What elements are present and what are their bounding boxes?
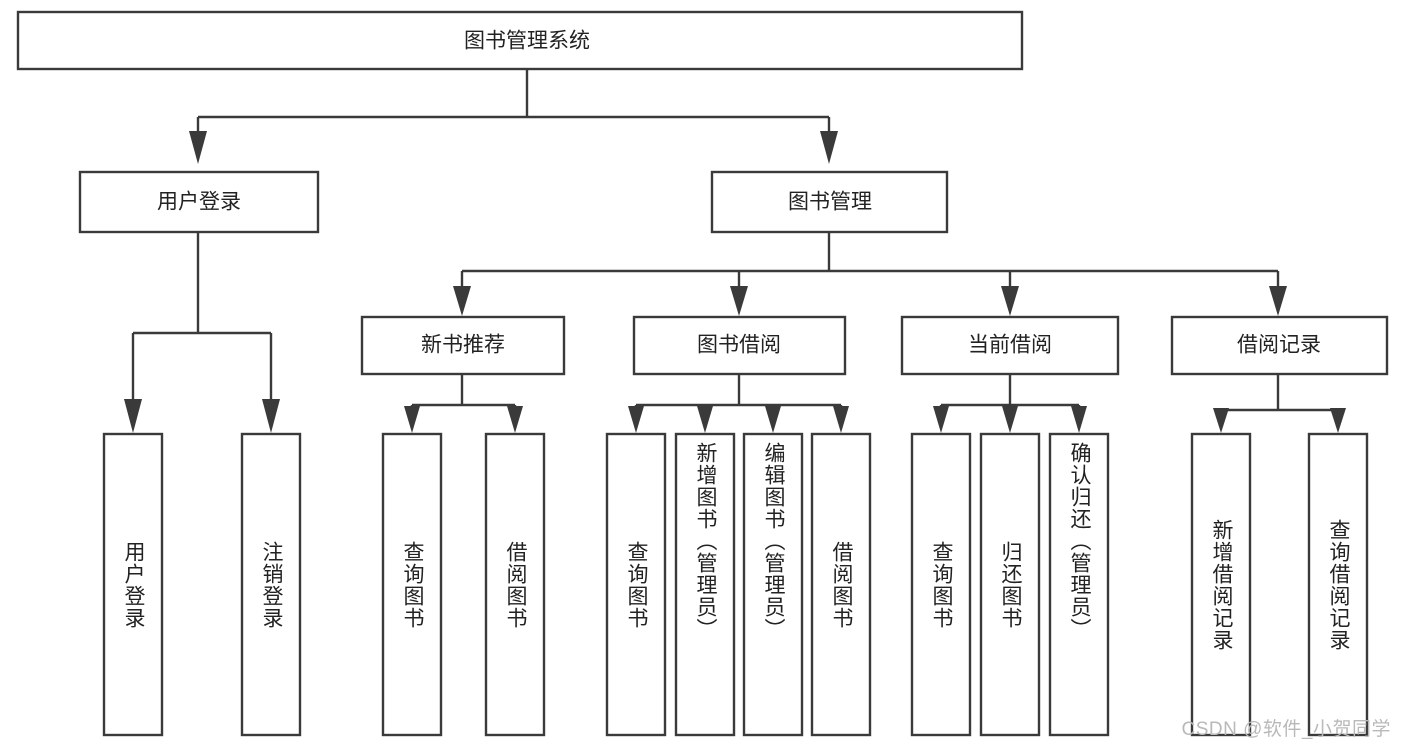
node-borrow-record[interactable]: 借阅记录	[1170, 315, 1389, 376]
node-borrow-record-box[interactable]	[1170, 315, 1389, 376]
node-current-borrow-label: 当前借阅	[968, 334, 1052, 357]
node-new-book-recommend-box[interactable]	[360, 315, 566, 376]
node-root[interactable]: 图书管理系统	[16, 10, 1024, 71]
leaf-box-user-login[interactable]	[102, 432, 164, 737]
connector-group-user-login	[124, 233, 280, 433]
connector-group-book-mgmt	[453, 233, 1287, 316]
connector-group-current-borrow	[933, 375, 1087, 433]
arrow-head-book-borrow	[730, 286, 748, 316]
leaf-group-current-borrow	[910, 432, 1110, 737]
leaf-group-borrow-record	[1190, 432, 1369, 737]
node-user-login-label: 用户登录	[157, 191, 241, 214]
node-user-login-box[interactable]	[78, 170, 320, 234]
leaf-box-query-book-current[interactable]	[910, 432, 972, 737]
leaf-group-user-login	[102, 432, 302, 737]
connector-group-borrow-record	[1213, 375, 1346, 433]
node-book-borrow[interactable]: 图书借阅	[632, 315, 847, 376]
leaf-box-query-book[interactable]	[605, 432, 667, 737]
arrow-head-user-login	[189, 131, 207, 164]
leaf-box-return-book[interactable]	[979, 432, 1041, 737]
arrow-head-borrow-record	[1269, 286, 1287, 316]
arrow-head-leaf-current-borrow-2	[1002, 406, 1018, 433]
arrow-head-leaf-book-borrow-3	[765, 406, 781, 433]
leaf-box-add-borrow-record[interactable]	[1190, 432, 1252, 737]
leaf-box-query-borrow-record[interactable]	[1307, 432, 1369, 737]
arrow-head-leaf-current-borrow-1	[933, 406, 949, 433]
connector-group-root	[189, 69, 838, 164]
arrow-head-leaf-book-borrow-1	[628, 406, 644, 433]
arrow-head-new-book	[453, 286, 471, 316]
node-book-borrow-box[interactable]	[632, 315, 847, 376]
leaf-box-edit-book-admin[interactable]	[742, 432, 804, 737]
arrow-head-leaf-current-borrow-3	[1071, 406, 1087, 433]
node-current-borrow-box[interactable]	[900, 315, 1120, 376]
arrow-head-current-borrow	[1001, 286, 1019, 316]
node-root-box[interactable]	[16, 10, 1024, 71]
leaf-box-query-book-recommend[interactable]	[381, 432, 443, 737]
arrow-head-leaf-book-borrow-4	[833, 406, 849, 433]
leaf-box-borrow-book-recommend[interactable]	[484, 432, 546, 737]
csdn-watermark: CSDN @软件_小贺同学	[1181, 719, 1391, 740]
arrow-head-leaf-user-login-1	[124, 399, 142, 433]
node-new-book-recommend[interactable]: 新书推荐	[360, 315, 566, 376]
arrow-head-leaf-new-book-2	[507, 406, 523, 433]
node-new-book-recommend-label: 新书推荐	[421, 334, 505, 357]
node-current-borrow[interactable]: 当前借阅	[900, 315, 1120, 376]
arrow-head-leaf-borrow-record-1	[1213, 408, 1229, 433]
arrow-head-leaf-borrow-record-2	[1330, 408, 1346, 433]
node-user-login[interactable]: 用户登录	[78, 170, 320, 234]
node-root-label: 图书管理系统	[464, 30, 590, 53]
node-borrow-record-label: 借阅记录	[1237, 334, 1321, 357]
node-book-borrow-label: 图书借阅	[697, 334, 781, 357]
arrow-head-leaf-user-login-2	[262, 399, 280, 433]
node-book-mgmt-label: 图书管理	[788, 191, 872, 214]
node-book-mgmt-box[interactable]	[710, 170, 949, 234]
arrow-head-leaf-new-book-1	[404, 406, 420, 433]
arrow-head-book-mgmt	[820, 131, 838, 164]
connector-group-new-book	[404, 375, 523, 433]
node-book-mgmt[interactable]: 图书管理	[710, 170, 949, 234]
leaf-box-add-book-admin[interactable]	[674, 432, 736, 737]
leaf-box-logout[interactable]	[240, 432, 302, 737]
connector-group-book-borrow	[628, 375, 849, 433]
leaf-group-new-book-recommend	[381, 432, 546, 737]
arrow-head-leaf-book-borrow-2	[697, 406, 713, 433]
leaf-group-book-borrow	[605, 432, 872, 737]
leaf-box-confirm-return-admin[interactable]	[1048, 432, 1110, 737]
leaf-box-borrow-book[interactable]	[810, 432, 872, 737]
